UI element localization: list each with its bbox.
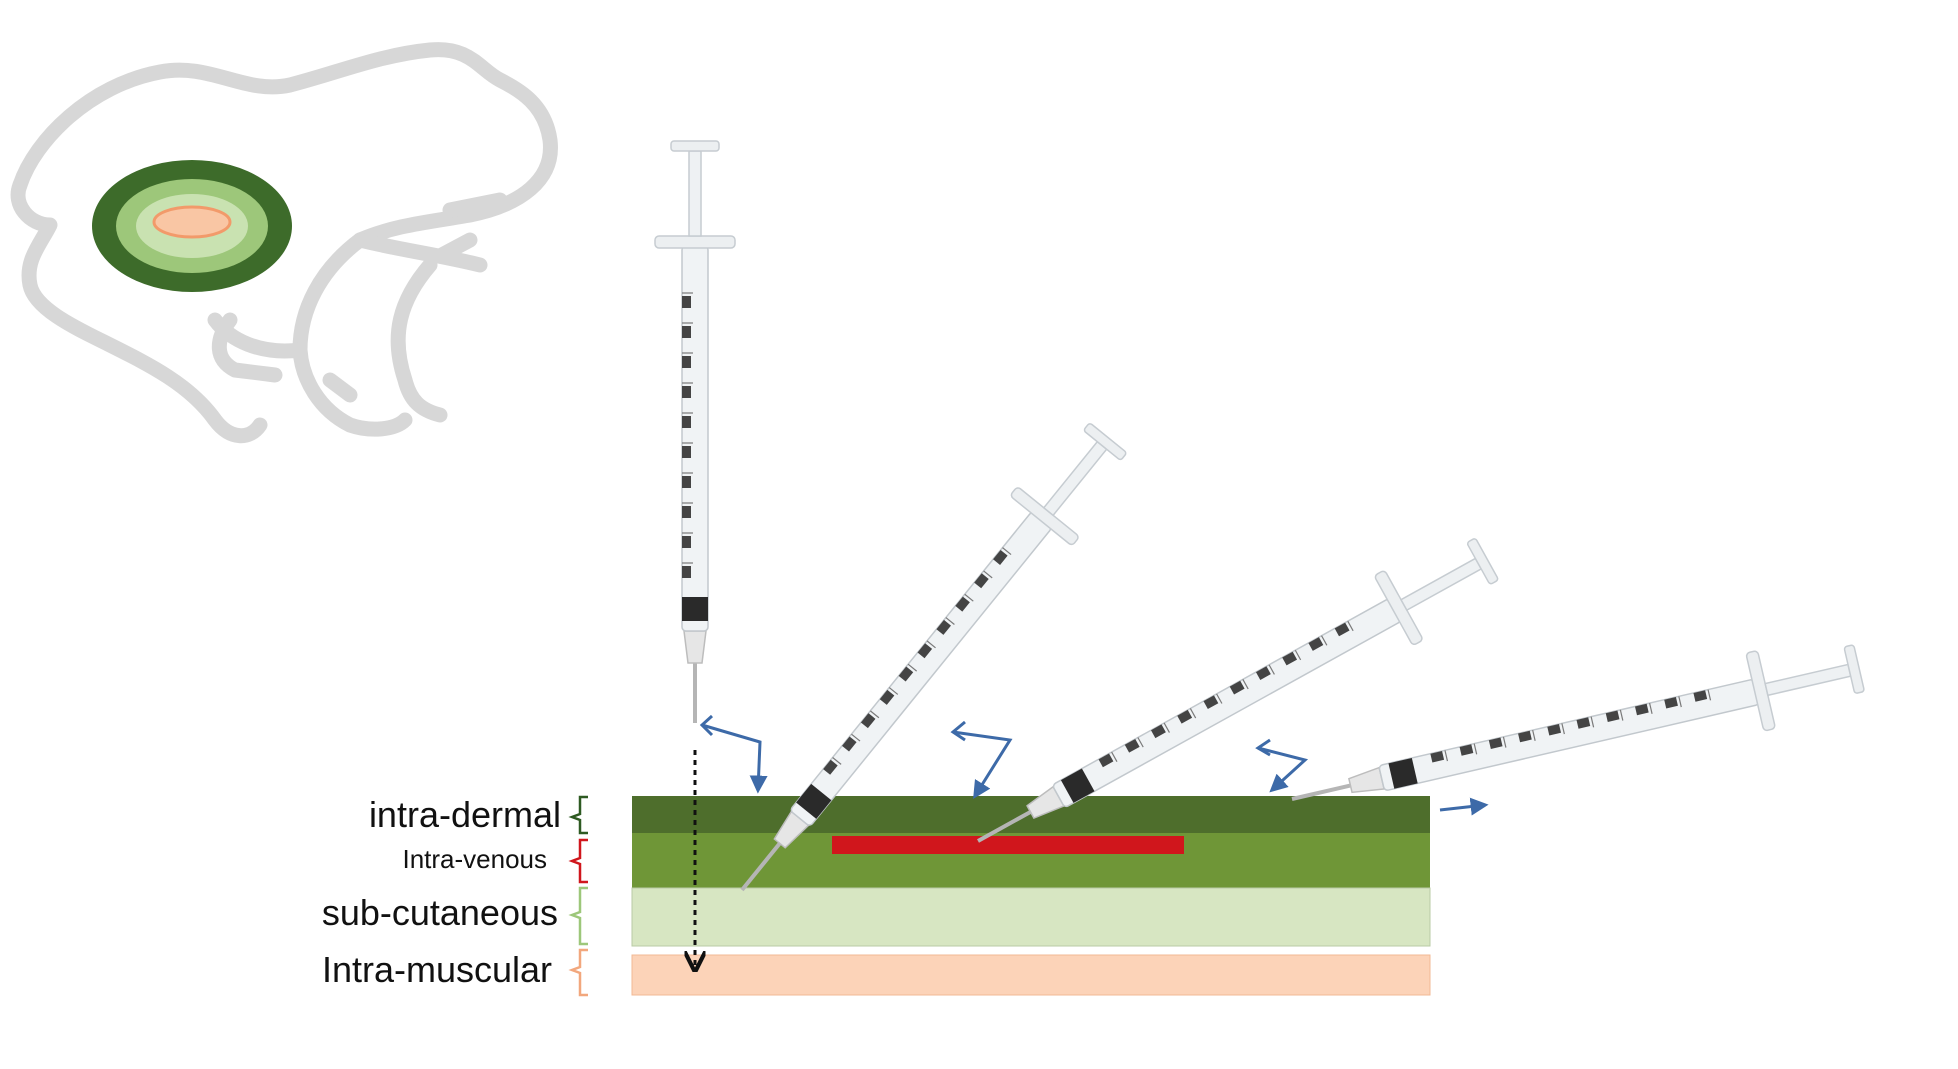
muscle-layer [631,954,1431,996]
label-intradermal: intra-dermal [369,794,561,835]
brace-intradermal [568,795,588,835]
brace-intramuscular [568,948,588,997]
label-intravenous: Intra-venous [402,844,547,874]
brace-intravenous [568,838,588,884]
injection-site-icon [92,160,292,292]
label-subcutaneous: sub-cutaneous [322,892,558,933]
brace-subcutaneous [568,886,588,946]
angle-arrows [699,714,1489,816]
tissue-layers [631,796,1431,996]
dermis-layer [632,796,1430,833]
vein [832,836,1184,854]
frog-silhouette-icon [10,42,558,444]
subcutaneous-layer [631,887,1431,947]
syringe-icon [653,139,737,725]
label-intramuscular: Intra-muscular [322,949,552,990]
